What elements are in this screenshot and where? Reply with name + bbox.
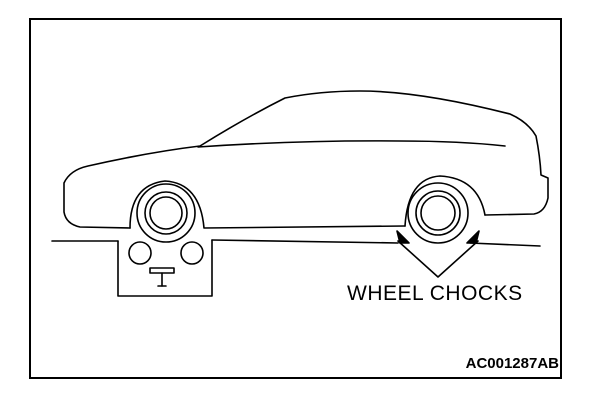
front-wheel	[136, 183, 196, 243]
car-body	[63, 90, 549, 229]
front-wheel-arch	[129, 180, 406, 229]
lift-pit	[117, 239, 213, 297]
wheel-chocks-label: WHEEL CHOCKS	[347, 282, 523, 305]
belt-line	[197, 140, 506, 148]
figure-frame	[29, 18, 562, 379]
rear-wheel	[407, 182, 469, 244]
ground-line	[51, 239, 541, 247]
figure-code: AC001287AB	[465, 355, 559, 372]
wheel-chocks	[396, 230, 480, 278]
